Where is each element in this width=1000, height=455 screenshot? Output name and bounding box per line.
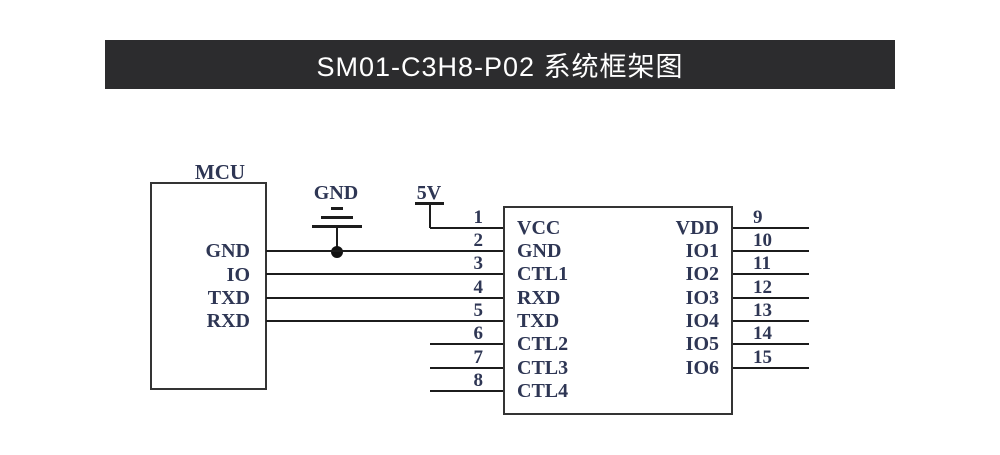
mcu-box <box>150 182 267 390</box>
module-pin-ctl4-label: CTL4 <box>517 380 569 402</box>
wire-pin1-5v <box>430 227 503 229</box>
module-pin-15-number: 15 <box>753 347 772 368</box>
wire-pin11 <box>733 273 809 275</box>
module-pin-io1-label: IO1 <box>685 240 719 262</box>
module-pin-rxd-label: RXD <box>517 287 561 309</box>
mcu-pin-io: IO <box>226 264 250 286</box>
module-pin-13-number: 13 <box>753 300 772 321</box>
wire-pin10 <box>733 250 809 252</box>
mcu-pin-txd: TXD <box>207 287 250 309</box>
module-pin-2-number: 2 <box>473 230 484 251</box>
wire-pin4-txd-rxd <box>266 297 503 299</box>
module-pin-7-number: 7 <box>473 347 484 368</box>
module-pin-8-number: 8 <box>473 370 484 391</box>
wire-pin12 <box>733 297 809 299</box>
module-pin-4-number: 4 <box>473 277 484 298</box>
wire-pin13 <box>733 320 809 322</box>
ground-bar-wide <box>312 225 362 228</box>
module-box <box>503 206 733 415</box>
wire-pin8-stub <box>430 390 503 392</box>
ground-stem-wire <box>336 227 338 252</box>
module-pin-14-number: 14 <box>753 323 772 344</box>
module-pin-gnd-label: GND <box>517 240 562 262</box>
module-pin-io5-label: IO5 <box>685 333 719 355</box>
wire-pin7-stub <box>430 367 503 369</box>
page-title: SM01-C3H8-P02 系统框架图 <box>316 52 684 82</box>
wire-pin14 <box>733 343 809 345</box>
ground-label: GND <box>313 182 359 204</box>
module-pin-io6-label: IO6 <box>685 357 719 379</box>
wire-pin3-io-ctl1 <box>266 273 503 275</box>
module-pin-3-number: 3 <box>473 253 484 274</box>
module-pin-5-number: 5 <box>473 300 484 321</box>
module-pin-ctl1-label: CTL1 <box>517 263 569 285</box>
module-pin-txd-label: TXD <box>517 310 560 332</box>
junction-dot <box>331 246 343 258</box>
module-pin-vdd-label: VDD <box>675 217 719 239</box>
module-pin-10-number: 10 <box>753 230 772 251</box>
mcu-pin-gnd: GND <box>205 240 250 262</box>
module-pin-12-number: 12 <box>753 277 772 298</box>
wire-pin15 <box>733 367 809 369</box>
ground-bar-small <box>331 207 343 210</box>
module-pin-ctl3-label: CTL3 <box>517 357 569 379</box>
module-pin-vcc-label: VCC <box>517 217 561 239</box>
supply-5v-terminal-bar <box>415 202 444 205</box>
module-pin-6-number: 6 <box>473 323 484 344</box>
supply-5v-drop-wire <box>429 204 431 228</box>
wire-pin5-rxd-txd <box>266 320 503 322</box>
wire-pin9 <box>733 227 809 229</box>
title-banner: SM01-C3H8-P02 系统框架图 <box>105 40 895 89</box>
module-pin-io3-label: IO3 <box>685 287 719 309</box>
mcu-pin-rxd: RXD <box>206 310 250 332</box>
module-pin-io2-label: IO2 <box>685 263 719 285</box>
module-pin-11-number: 11 <box>753 253 771 274</box>
mcu-label: MCU <box>194 160 246 184</box>
module-pin-1-number: 1 <box>473 207 484 228</box>
module-pin-ctl2-label: CTL2 <box>517 333 569 355</box>
wire-pin2-gnd <box>266 250 503 252</box>
module-pin-9-number: 9 <box>753 207 763 228</box>
supply-5v-label: 5V <box>416 182 442 204</box>
module-pin-io4-label: IO4 <box>685 310 719 332</box>
wire-pin6-stub <box>430 343 503 345</box>
ground-bar-medium <box>321 216 353 219</box>
